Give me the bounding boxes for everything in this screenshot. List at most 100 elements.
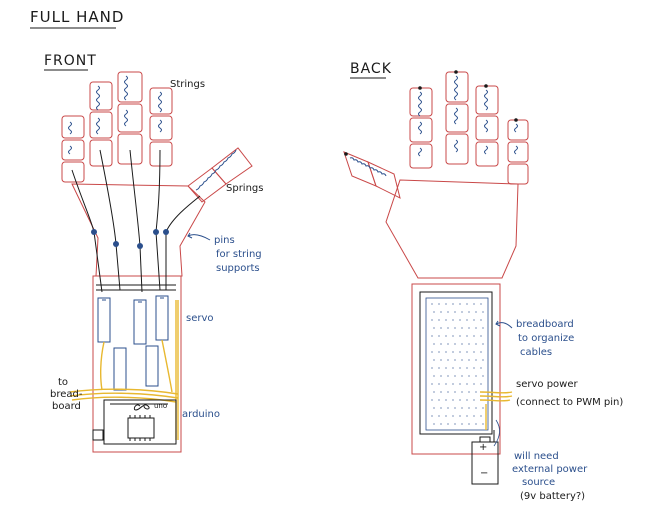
front-servos <box>97 295 169 391</box>
breadboard-hole <box>475 375 477 377</box>
title-underline <box>30 27 116 29</box>
back-finger-3 <box>475 85 499 167</box>
back-breadboard <box>419 291 493 435</box>
breadboard-label-3: cables <box>520 347 553 358</box>
breadboard-hole <box>452 415 454 417</box>
breadboard-hole <box>445 351 447 353</box>
breadboard-hole <box>461 423 463 425</box>
page-title: FULL HAND <box>30 8 125 26</box>
breadboard-hole <box>452 351 454 353</box>
front-hand <box>61 71 253 453</box>
breadboard-hole <box>468 343 470 345</box>
breadboard-hole <box>445 415 447 417</box>
breadboard-hole <box>473 303 475 305</box>
breadboard-hole <box>468 423 470 425</box>
breadboard-hole <box>440 359 442 361</box>
breadboard-hole <box>466 367 468 369</box>
breadboard-hole <box>480 415 482 417</box>
breadboard-hole <box>482 423 484 425</box>
breadboard-hole <box>475 407 477 409</box>
back-heading: BACK <box>350 61 392 77</box>
breadboard-hole <box>461 359 463 361</box>
breadboard-hole <box>438 367 440 369</box>
breadboard-hole <box>473 367 475 369</box>
breadboard-hole <box>473 399 475 401</box>
breadboard-hole <box>452 367 454 369</box>
pins-arrow <box>187 234 211 241</box>
breadboard-hole <box>459 367 461 369</box>
breadboard-hole <box>431 383 433 385</box>
front-finger-1 <box>61 115 85 183</box>
breadboard-hole <box>447 343 449 345</box>
breadboard-hole <box>433 375 435 377</box>
breadboard-hole <box>480 335 482 337</box>
breadboard-hole <box>452 399 454 401</box>
front-palm <box>71 183 206 277</box>
breadboard-hole <box>438 335 440 337</box>
breadboard-hole <box>447 423 449 425</box>
breadboard-hole <box>433 359 435 361</box>
power-label-4: (9v battery?) <box>520 491 586 502</box>
power-label-3: source <box>522 477 556 488</box>
breadboard-hole <box>466 399 468 401</box>
to-breadboard-label-3: board <box>52 401 81 412</box>
breadboard-hole <box>438 399 440 401</box>
breadboard-hole <box>459 303 461 305</box>
breadboard-hole <box>440 311 442 313</box>
breadboard-hole <box>447 359 449 361</box>
front-pins <box>91 229 169 249</box>
breadboard-hole <box>433 327 435 329</box>
front-thumb <box>187 147 253 203</box>
pins-label-1: pins <box>214 235 235 246</box>
pins-label-2: for string <box>216 249 262 260</box>
back-heading-underline <box>350 77 386 79</box>
breadboard-hole <box>447 375 449 377</box>
breadboard-hole <box>447 311 449 313</box>
back-finger-1 <box>409 87 433 169</box>
breadboard-hole <box>431 335 433 337</box>
breadboard-hole <box>482 359 484 361</box>
breadboard-hole <box>468 359 470 361</box>
power-label-2: external power <box>512 464 588 475</box>
breadboard-hole <box>438 303 440 305</box>
back-battery <box>471 430 499 485</box>
breadboard-hole <box>440 407 442 409</box>
breadboard-hole <box>431 367 433 369</box>
breadboard-hole <box>468 311 470 313</box>
breadboard-hole <box>445 319 447 321</box>
breadboard-hole <box>459 415 461 417</box>
breadboard-hole <box>480 303 482 305</box>
breadboard-hole <box>440 423 442 425</box>
breadboard-hole <box>440 343 442 345</box>
breadboard-hole <box>482 311 484 313</box>
breadboard-hole <box>475 359 477 361</box>
back-thumb <box>343 151 401 199</box>
power-label-1: will need <box>514 451 559 462</box>
breadboard-hole <box>431 303 433 305</box>
breadboard-hole <box>431 399 433 401</box>
front-wires <box>69 300 179 440</box>
breadboard-hole <box>433 311 435 313</box>
strings-label: Strings <box>170 79 206 90</box>
breadboard-hole <box>431 351 433 353</box>
breadboard-hole <box>461 407 463 409</box>
back-finger-2 <box>445 71 469 165</box>
front-finger-3 <box>117 71 143 165</box>
breadboard-hole <box>459 335 461 337</box>
breadboard-hole <box>454 327 456 329</box>
front-forearm <box>92 275 182 453</box>
breadboard-hole <box>480 367 482 369</box>
breadboard-hole <box>473 351 475 353</box>
breadboard-hole <box>473 319 475 321</box>
breadboard-hole <box>438 319 440 321</box>
breadboard-hole <box>459 351 461 353</box>
breadboard-hole <box>466 383 468 385</box>
breadboard-hole <box>475 423 477 425</box>
breadboard-hole <box>473 383 475 385</box>
breadboard-hole <box>461 391 463 393</box>
breadboard-hole <box>438 383 440 385</box>
breadboard-hole <box>454 391 456 393</box>
breadboard-hole <box>466 319 468 321</box>
breadboard-hole <box>454 407 456 409</box>
breadboard-hole <box>447 407 449 409</box>
